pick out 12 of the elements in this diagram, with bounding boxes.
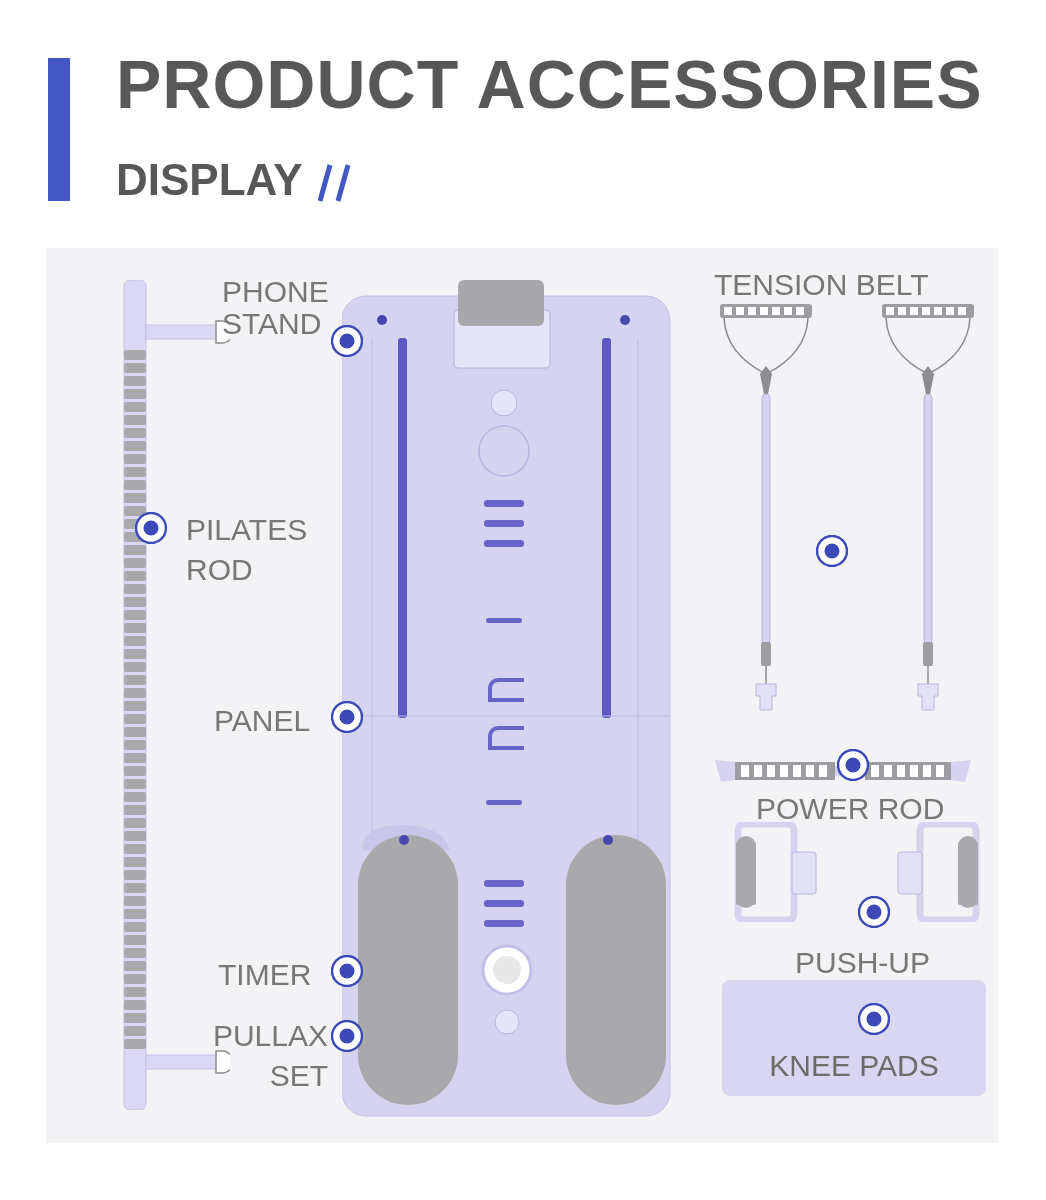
product-label: PILATES ROD [186, 512, 309, 588]
product-label: TENSION BELT [714, 267, 929, 303]
product-label: PUSH-UP [795, 945, 930, 981]
knee-pad [722, 980, 986, 1096]
product-label: PULLAX SET [211, 1018, 328, 1094]
product-label: PHONE STAND [222, 276, 330, 340]
product-label: TIMER [218, 957, 312, 993]
title: PRODUCT ACCESSORIES [116, 45, 983, 124]
subtitle: DISPLAY [116, 154, 303, 206]
product-label: POWER ROD [756, 791, 945, 827]
product-label: KNEE PADS [769, 1048, 939, 1084]
product-label: PANEL [214, 703, 311, 739]
